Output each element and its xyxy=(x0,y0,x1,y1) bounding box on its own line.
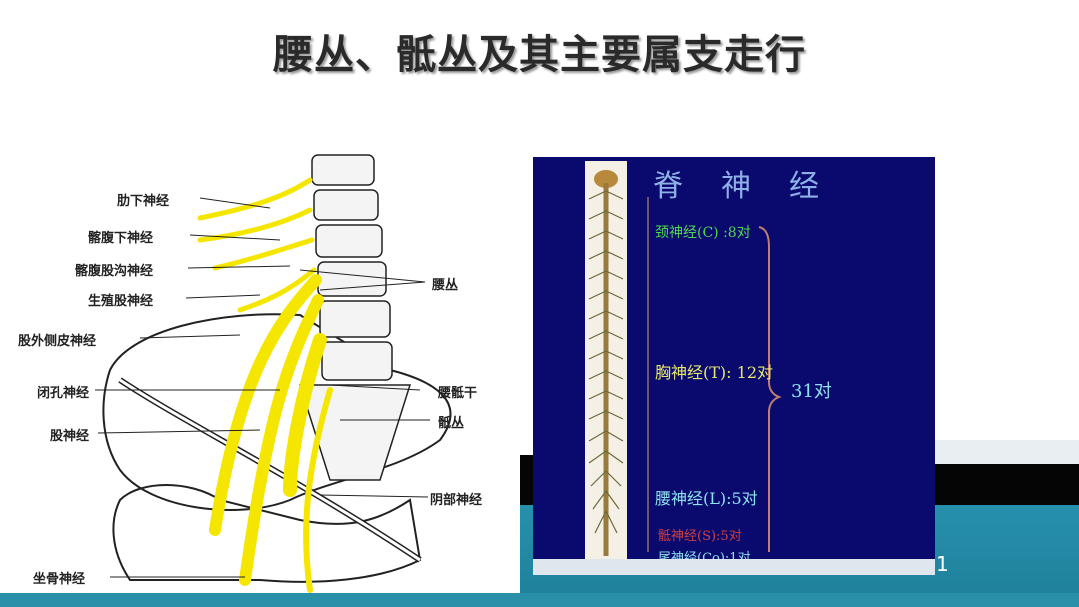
cervical-nerves-label: 颈神经(C) :8对 xyxy=(655,225,751,241)
label-ilioinguinal-nerve: 髂腹股沟神经 xyxy=(75,264,154,279)
page-number: 1 xyxy=(936,552,949,576)
coccygeal-nerves-label: 尾神经(Co):1对 xyxy=(658,551,751,559)
slide-title: 腰丛、骶丛及其主要属支走行 xyxy=(273,32,806,78)
label-lumbosacral-trunk: 腰骶干 xyxy=(438,386,478,401)
spinal-cord-image xyxy=(585,161,627,561)
label-genitofemoral-nerve: 生殖股神经 xyxy=(88,294,154,309)
label-iliohypogastric-nerve: 髂腹下神经 xyxy=(88,231,154,246)
slide-bottom-band xyxy=(0,593,1079,607)
total-pairs-label: 31对 xyxy=(791,381,832,402)
spinal-nerves-title: 脊神经 xyxy=(653,169,857,204)
sacral-nerves-label: 骶神经(S):5对 xyxy=(658,529,742,544)
spinal-cord-drawing xyxy=(588,170,624,556)
label-pudendal-nerve: 阴部神经 xyxy=(430,493,483,508)
label-sacral-plexus: 骶丛 xyxy=(438,416,465,431)
thoracic-nerves-label: 胸神经(T): 12对 xyxy=(655,363,773,382)
label-obturator-nerve: 闭孔神经 xyxy=(37,386,90,401)
label-subcostal-nerve: 肋下神经 xyxy=(117,194,170,209)
lumbar-nerves-label: 腰神经(L):5对 xyxy=(655,489,758,508)
lumbosacral-plexus-illustration: 肋下神经 髂腹下神经 髂腹股沟神经 生殖股神经 股外侧皮神经 闭孔神经 股神经 … xyxy=(0,140,520,593)
label-sciatic-nerve: 坐骨神经 xyxy=(33,572,86,587)
label-lumbar-plexus: 腰丛 xyxy=(432,278,459,293)
video-player-toolbar xyxy=(533,559,935,575)
background-band-light xyxy=(935,440,1079,464)
spinal-nerves-panel: 脊神经 颈神经(C) :8对 胸神经(T): 12对 腰神经(L):5对 骶神经… xyxy=(533,157,935,575)
anatomy-drawing xyxy=(95,154,452,593)
brace-lines xyxy=(647,197,782,552)
label-femoral-nerve: 股神经 xyxy=(50,429,90,444)
label-lateral-femoral-cutaneous-nerve: 股外侧皮神经 xyxy=(18,334,97,349)
